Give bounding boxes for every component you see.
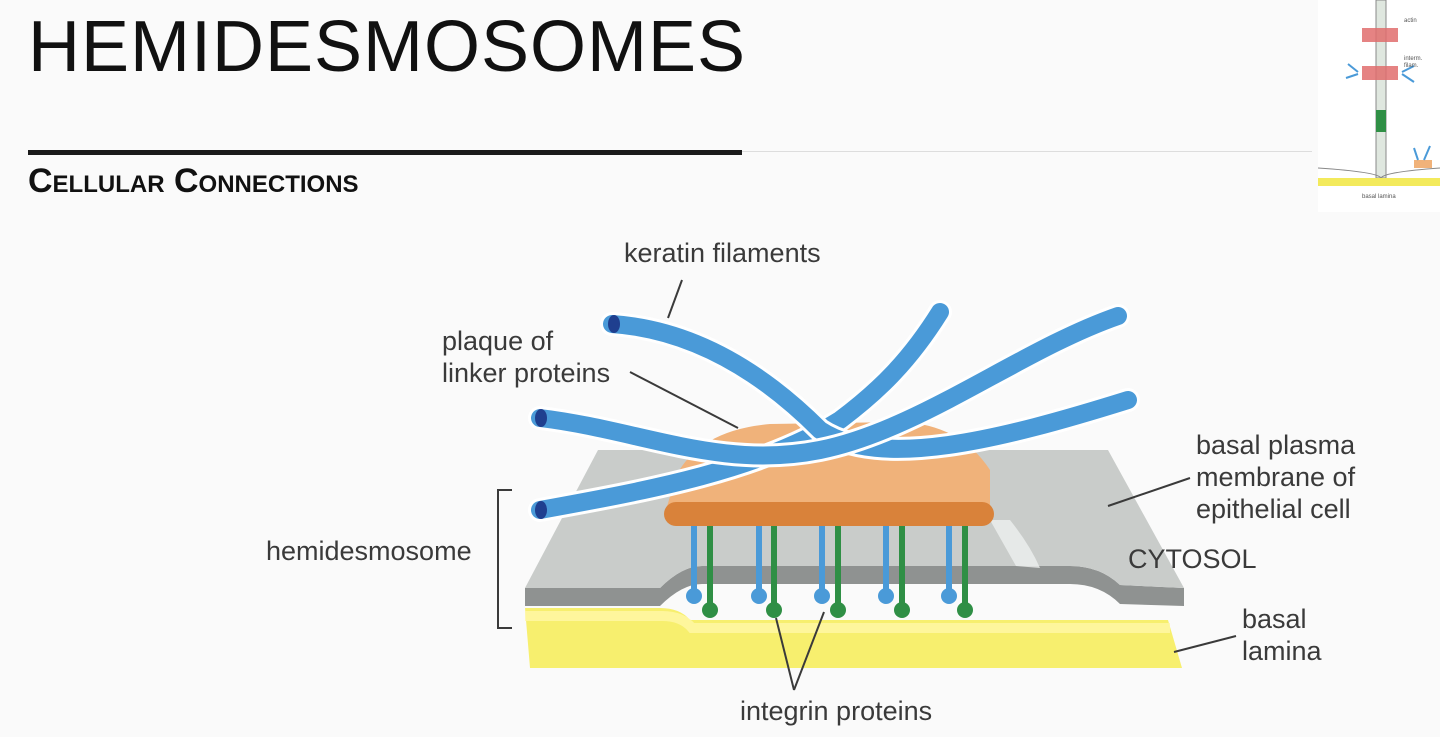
label-lamina-line1: basal xyxy=(1242,604,1307,634)
label-plaque-line1: plaque of xyxy=(442,326,554,356)
keratin-filaments xyxy=(528,300,1140,522)
thumb-label-actin: actin xyxy=(1404,18,1417,24)
title-divider xyxy=(28,150,742,155)
label-membrane-line2: membrane of xyxy=(1196,462,1356,492)
label-membrane-line1: basal plasma xyxy=(1196,430,1356,460)
label-cytosol: CYTOSOL xyxy=(1128,544,1257,574)
label-plaque-line2: linker proteins xyxy=(442,358,610,388)
slide-title: HEMIDESMOSOMES xyxy=(28,7,747,87)
label-membrane-line3: epithelial cell xyxy=(1196,494,1351,524)
thumb-label-intermediate-1: interm. xyxy=(1404,56,1423,62)
label-lamina-line2: lamina xyxy=(1242,636,1323,666)
label-integrin-proteins: integrin proteins xyxy=(740,696,932,726)
thumb-label-intermediate-2: filam. xyxy=(1404,63,1419,69)
membrane-edge xyxy=(525,566,1184,606)
title-divider-light xyxy=(742,151,1312,152)
label-keratin-filaments: keratin filaments xyxy=(624,238,821,268)
slide-subtitle: Cellular Connections xyxy=(28,162,359,200)
keratin-filament-ends xyxy=(535,315,620,519)
integrin-proteins xyxy=(686,526,973,618)
plaque-bar xyxy=(664,502,994,526)
cell-junction-thumbnail: actin interm. filam. basal lamina xyxy=(1318,0,1440,212)
label-hemidesmosome: hemidesmosome xyxy=(266,536,472,566)
thumb-label-basal-lamina: basal lamina xyxy=(1362,194,1396,200)
